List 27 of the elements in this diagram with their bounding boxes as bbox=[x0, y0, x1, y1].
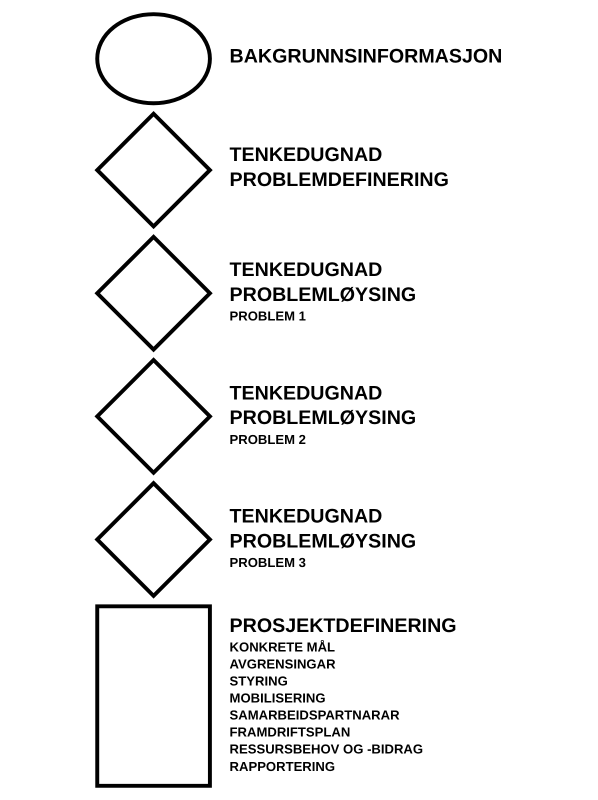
node-label: PROSJEKTDEFINERING bbox=[230, 614, 457, 637]
node-label: TENKEDUGNAD bbox=[230, 144, 382, 166]
node-diamond bbox=[94, 480, 213, 599]
node-label: RESSURSBEHOV OG -BIDRAG bbox=[230, 742, 424, 757]
node-label: MOBILISERING bbox=[230, 690, 326, 706]
node-label: FRAMDRIFTSPLAN bbox=[230, 724, 350, 740]
node-label: TENKEDUGNAD bbox=[230, 259, 382, 282]
node-label: STYRING bbox=[230, 674, 288, 689]
node-circle bbox=[95, 12, 212, 106]
node-diamond bbox=[94, 357, 213, 476]
node-label: TENKEDUGNAD bbox=[230, 382, 382, 404]
node-diamond bbox=[94, 234, 213, 352]
node-label: PROBLEM 1 bbox=[230, 308, 306, 324]
node-label: PROBLEM 3 bbox=[230, 555, 306, 570]
node-label: PROBLEMLØYSING bbox=[230, 284, 416, 306]
node-label: TENKEDUGNAD bbox=[230, 505, 382, 528]
node-label: PROBLEM 2 bbox=[230, 432, 306, 447]
node-label: PROBLEMLØYSING bbox=[230, 407, 416, 430]
node-label: BAKGRUNNSINFORMASJON bbox=[230, 46, 502, 68]
node-label: KONKRETE MÅL bbox=[230, 640, 336, 655]
node-label: PROBLEMDEFINERING bbox=[230, 168, 449, 191]
node-label: AVGRENSINGAR bbox=[230, 656, 336, 672]
node-label: RAPPORTERING bbox=[230, 758, 336, 774]
node-label: PROBLEMLØYSING bbox=[230, 530, 416, 552]
node-label: SAMARBEIDSPARTNARAR bbox=[230, 708, 400, 723]
node-diamond bbox=[94, 110, 213, 230]
node-box bbox=[95, 604, 212, 788]
